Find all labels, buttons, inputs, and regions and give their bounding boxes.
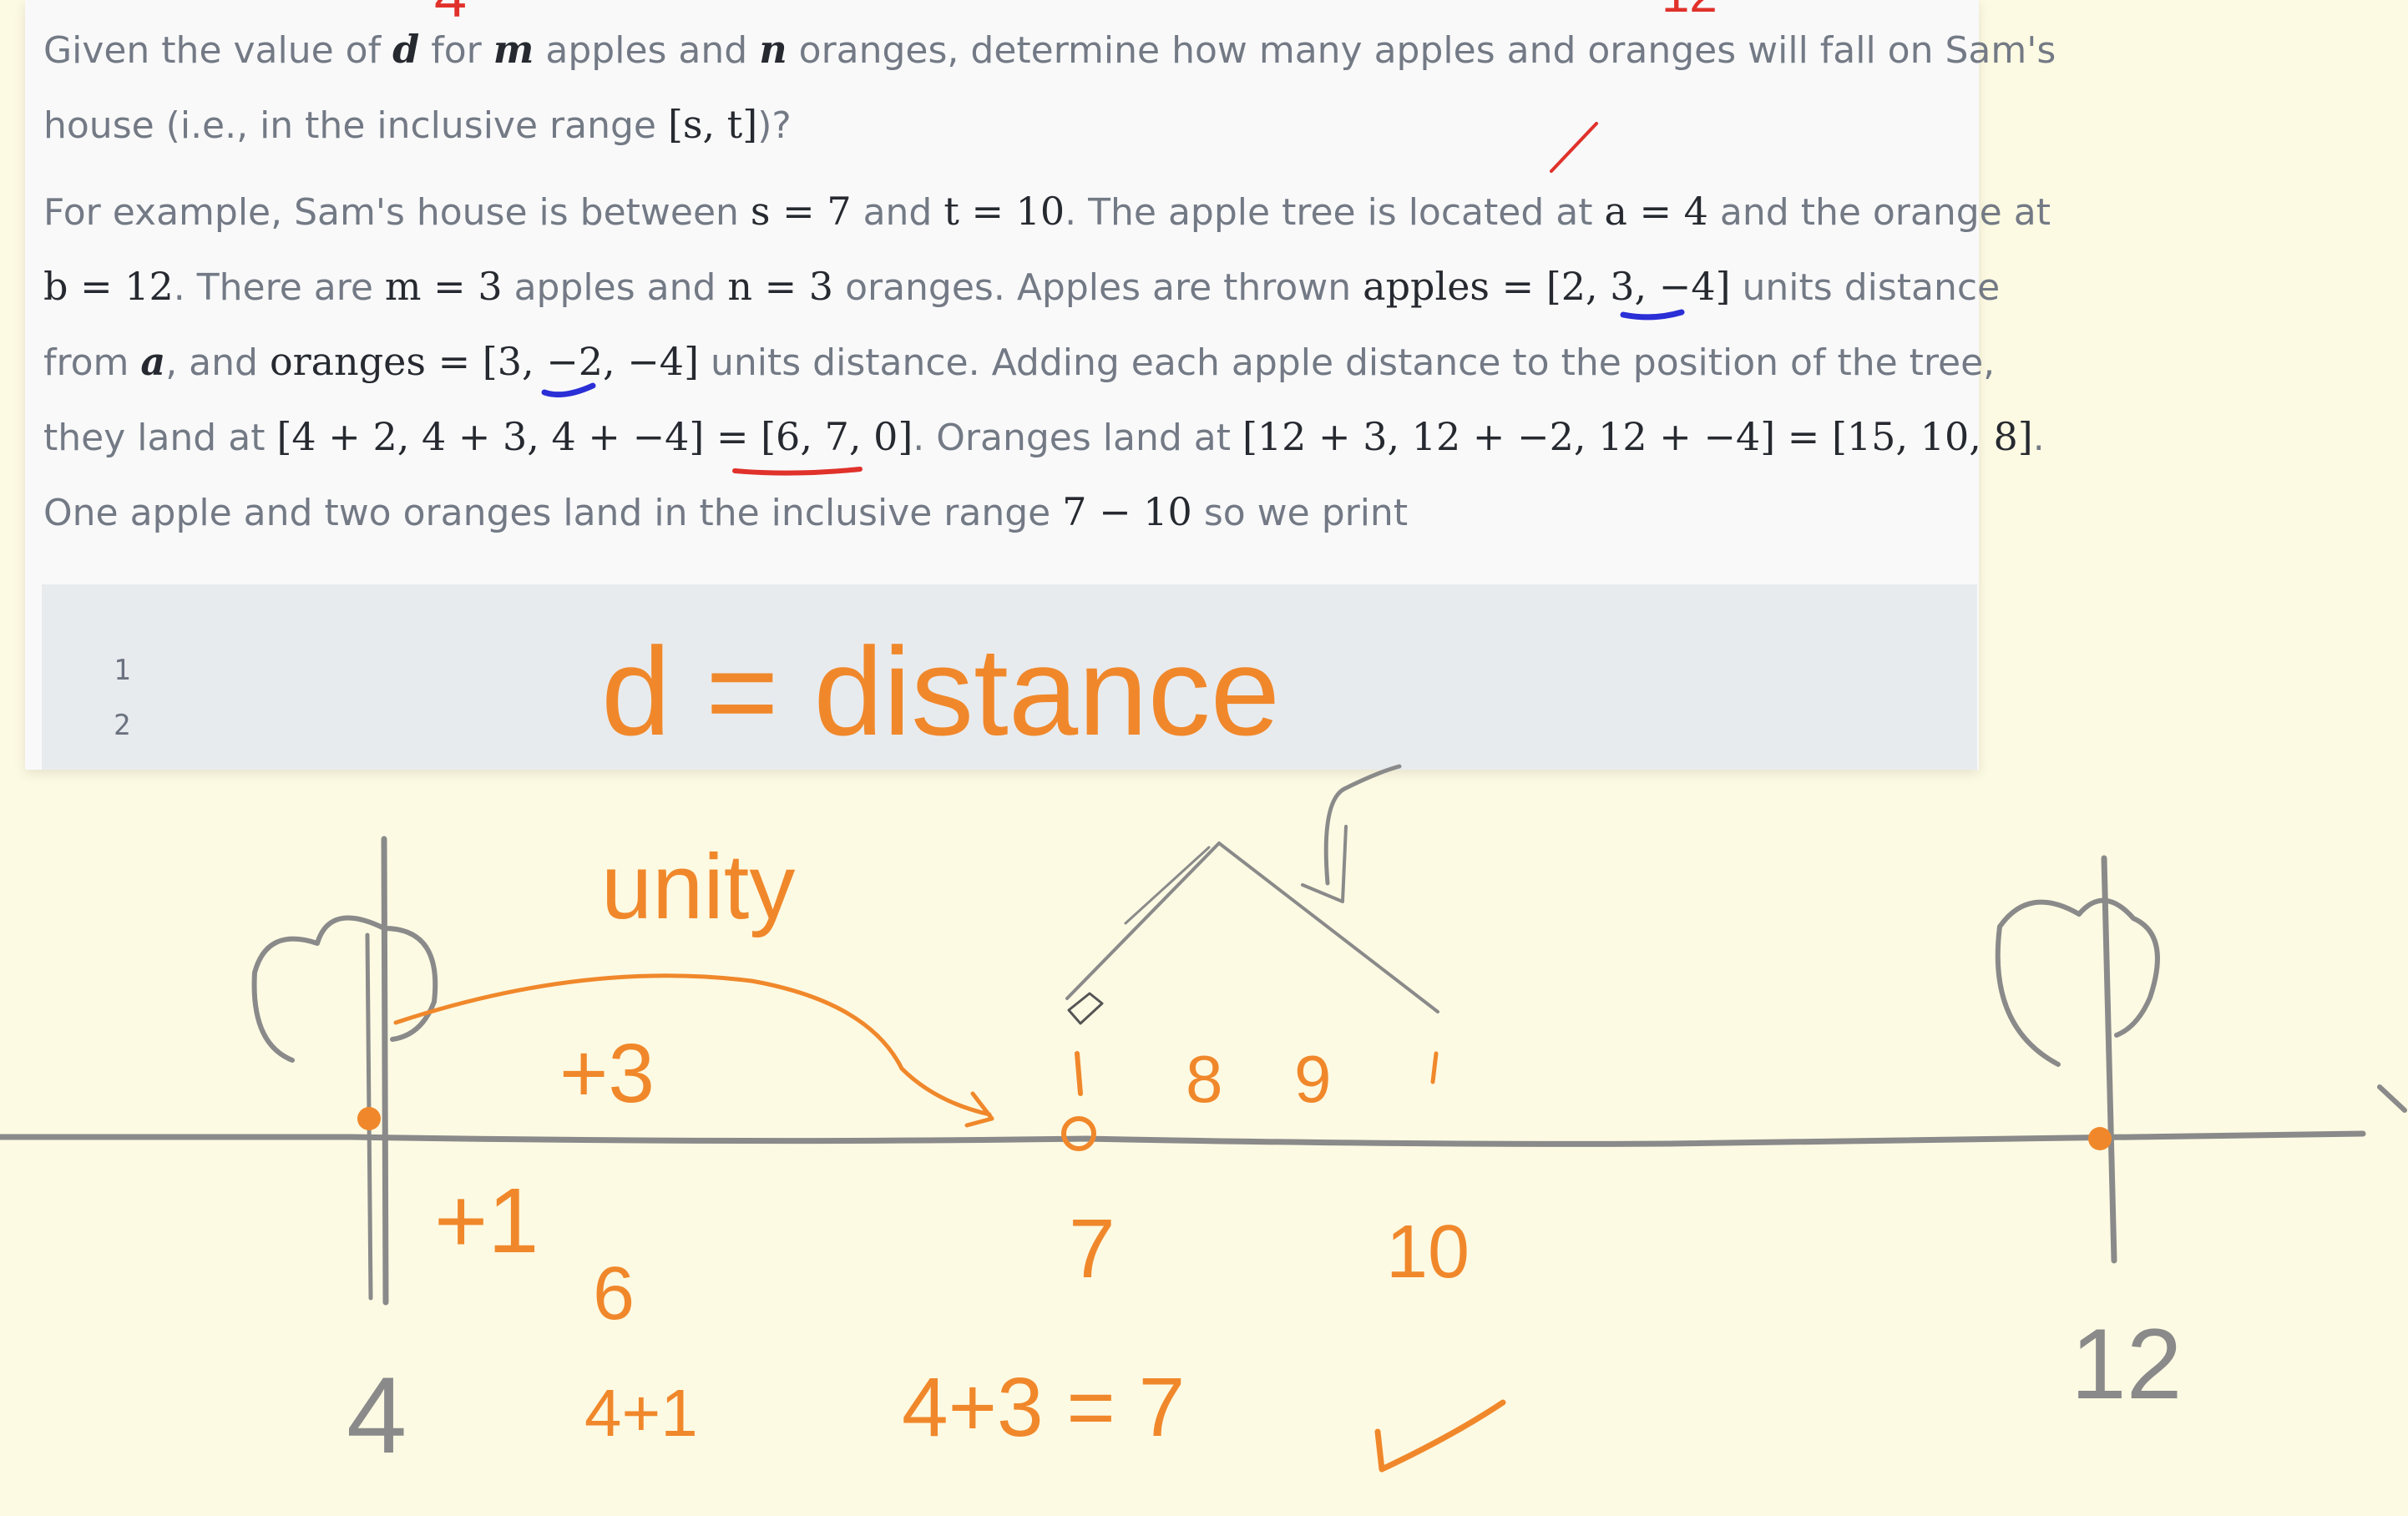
arrow-head — [2377, 1084, 2407, 1113]
math-a-var: a — [140, 339, 166, 384]
text: . Oranges land at — [913, 417, 1242, 459]
text: . — [2032, 417, 2045, 459]
throw-arrowhead — [964, 1091, 994, 1128]
red-tick-mark — [1550, 122, 1598, 173]
left-tree-trunk — [381, 836, 389, 1306]
tick-7 — [1075, 1051, 1083, 1096]
annotation-plus3: +3 — [559, 1027, 655, 1120]
text: oranges, determine how many apples and o… — [787, 29, 2056, 72]
math-m-eq: m = 3 — [384, 264, 503, 309]
house-start-point — [1061, 1116, 1096, 1151]
text: so we print — [1191, 492, 1409, 534]
line-number: 1 — [114, 654, 131, 687]
problem-paragraph-2: For example, Sam's house is between s = … — [43, 174, 2051, 549]
house-roof — [1065, 841, 1439, 1013]
text: , and — [165, 341, 270, 384]
tick-10 — [1430, 1051, 1439, 1084]
annotation-unity: unity — [601, 836, 795, 938]
math-range-7-10: 7 − 10 — [1062, 489, 1192, 534]
number-line — [0, 1130, 2366, 1147]
text: Given the value of — [43, 29, 393, 72]
math-oranges: oranges = [3, −2, −4] — [269, 339, 700, 384]
math-orange-sum: [12 + 3, 12 + −2, 12 + −4] = [15, 10, 8] — [1242, 414, 2033, 459]
text: they land at — [43, 417, 277, 459]
annotation-nine: 9 — [1294, 1042, 1332, 1116]
math-m: m — [493, 27, 534, 72]
math-s: s = 7 — [750, 189, 852, 234]
problem-paragraph-1: Given the value of d for m apples and n … — [43, 12, 2056, 162]
math-b: b = 12 — [43, 264, 174, 309]
blue-underline-minus4 — [1620, 309, 1685, 321]
annotation-twelve: 12 — [2071, 1308, 2182, 1420]
pencil-cursor-icon — [1067, 992, 1104, 1025]
text: units distance. Adding each apple distan… — [699, 341, 1996, 384]
math-t: t = 10 — [943, 189, 1065, 234]
line-number: 2 — [114, 709, 131, 742]
problem-description: Given the value of d for m apples and n … — [25, 0, 2056, 770]
math-n-eq: n = 3 — [727, 264, 834, 309]
annotation-plus1: +1 — [434, 1170, 539, 1272]
apple-tree-point — [357, 1107, 381, 1130]
annotation-d-distance: d = distance — [601, 621, 1280, 761]
paragraph-line: For example, Sam's house is between s = … — [43, 174, 2051, 249]
text: and — [851, 191, 944, 234]
paragraph-line: they land at [4 + 2, 4 + 3, 4 + −4] = [6… — [43, 399, 2045, 474]
code-sample-block[interactable]: 1 2 — [42, 584, 1977, 770]
text: . There are — [173, 266, 385, 309]
house-roof — [1124, 846, 1211, 925]
house-chimney — [1323, 764, 1402, 886]
text: . The apple tree is located at — [1065, 191, 1605, 234]
right-tree-crown — [1995, 897, 2160, 1067]
annotation-four: 4 — [347, 1354, 407, 1476]
math-a: a = 4 — [1604, 189, 1708, 234]
math-d: d — [392, 27, 420, 72]
check-mark-icon — [1374, 1399, 1506, 1473]
text: house (i.e., in the inclusive range — [43, 104, 668, 147]
left-tree-crown — [251, 915, 438, 1063]
paragraph-line: One apple and two oranges land in the in… — [43, 474, 1981, 549]
text: units distance — [1730, 266, 2001, 309]
right-tree-trunk — [2101, 855, 2117, 1264]
paragraph-line: b = 12. There are m = 3 apples and n = 3… — [43, 249, 2000, 324]
annotation-eight: 8 — [1186, 1042, 1223, 1116]
text: for — [419, 29, 493, 72]
math-apples: apples = [2, 3, −4] — [1363, 264, 1731, 309]
text: apples and — [502, 266, 728, 309]
blue-underline-minus2 — [541, 382, 596, 398]
annotation-six: 6 — [593, 1252, 635, 1336]
paragraph-line: from a, and oranges = [3, −2, −4] units … — [43, 324, 1995, 399]
annotation-4plus1: 4+1 — [584, 1376, 698, 1450]
math-apple-sum: [4 + 2, 4 + 3, 4 + −4] = [6, 7, 0] — [276, 414, 913, 459]
annotation-ten: 10 — [1386, 1210, 1470, 1294]
text: apples and — [534, 29, 760, 72]
throw-arc — [393, 973, 992, 1117]
text: One apple and two oranges land in the in… — [43, 492, 1063, 534]
math-range: [s, t] — [667, 102, 758, 147]
math-n: n — [759, 27, 787, 72]
text: oranges. Apples are thrown — [833, 266, 1363, 309]
red-annotation-4: 4 — [434, 0, 467, 29]
house-chimney — [1301, 825, 1348, 903]
line-numbers: 1 2 — [114, 643, 130, 753]
text: from — [43, 341, 141, 384]
annotation-4plus3-eq7: 4+3 = 7 — [902, 1361, 1185, 1454]
red-annotation-12: 12 — [1662, 0, 1717, 23]
text: and the orange at — [1707, 191, 2051, 234]
red-underline-670 — [732, 467, 863, 476]
annotation-seven: 7 — [1069, 1202, 1115, 1296]
text: For example, Sam's house is between — [43, 191, 751, 234]
text: )? — [757, 104, 792, 147]
paragraph-line: house (i.e., in the inclusive range [s, … — [43, 87, 1981, 162]
orange-tree-point — [2088, 1127, 2112, 1150]
paragraph-line: Given the value of d for m apples and n … — [43, 12, 2056, 87]
